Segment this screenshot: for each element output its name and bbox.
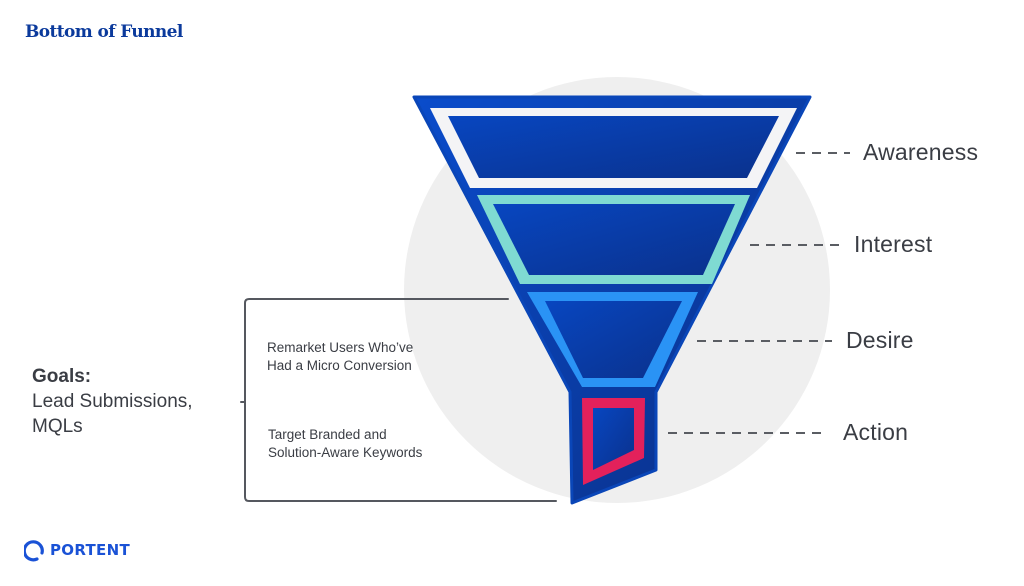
tactic-keywords-line1: Target Branded and <box>268 427 387 442</box>
stage-label-awareness: Awareness <box>863 139 979 165</box>
tactic-keywords: Target Branded and Solution-Aware Keywor… <box>268 426 422 462</box>
tactic-remarket-line1: Remarket Users Who’ve <box>267 340 414 355</box>
stage-label-interest: Interest <box>854 231 933 257</box>
brand-logo: PORTENT <box>24 538 130 562</box>
goals-bracket <box>240 298 557 502</box>
funnel-stage-action[interactable] <box>582 398 645 485</box>
goals-heading: Goals: <box>32 366 92 387</box>
tactic-remarket: Remarket Users Who’ve Had a Micro Conver… <box>267 339 413 375</box>
funnel-stage-interest[interactable] <box>477 195 750 284</box>
stage-label-desire: Desire <box>846 327 914 353</box>
brand-name: PORTENT <box>50 541 130 559</box>
funnel-stage-awareness[interactable] <box>430 108 797 188</box>
page-title: Bottom of Funnel <box>25 22 183 42</box>
tactic-keywords-line2: Solution-Aware Keywords <box>268 445 423 460</box>
portent-ring-icon <box>24 540 44 562</box>
stage-label-action: Action <box>843 419 909 445</box>
tactic-remarket-line2: Had a Micro Conversion <box>267 358 412 373</box>
goals-line2: MQLs <box>32 416 83 437</box>
goals-block: Goals: Lead Submissions, MQLs <box>32 364 193 439</box>
funnel-stage-desire[interactable] <box>527 292 698 387</box>
goals-line1: Lead Submissions, <box>32 391 193 412</box>
